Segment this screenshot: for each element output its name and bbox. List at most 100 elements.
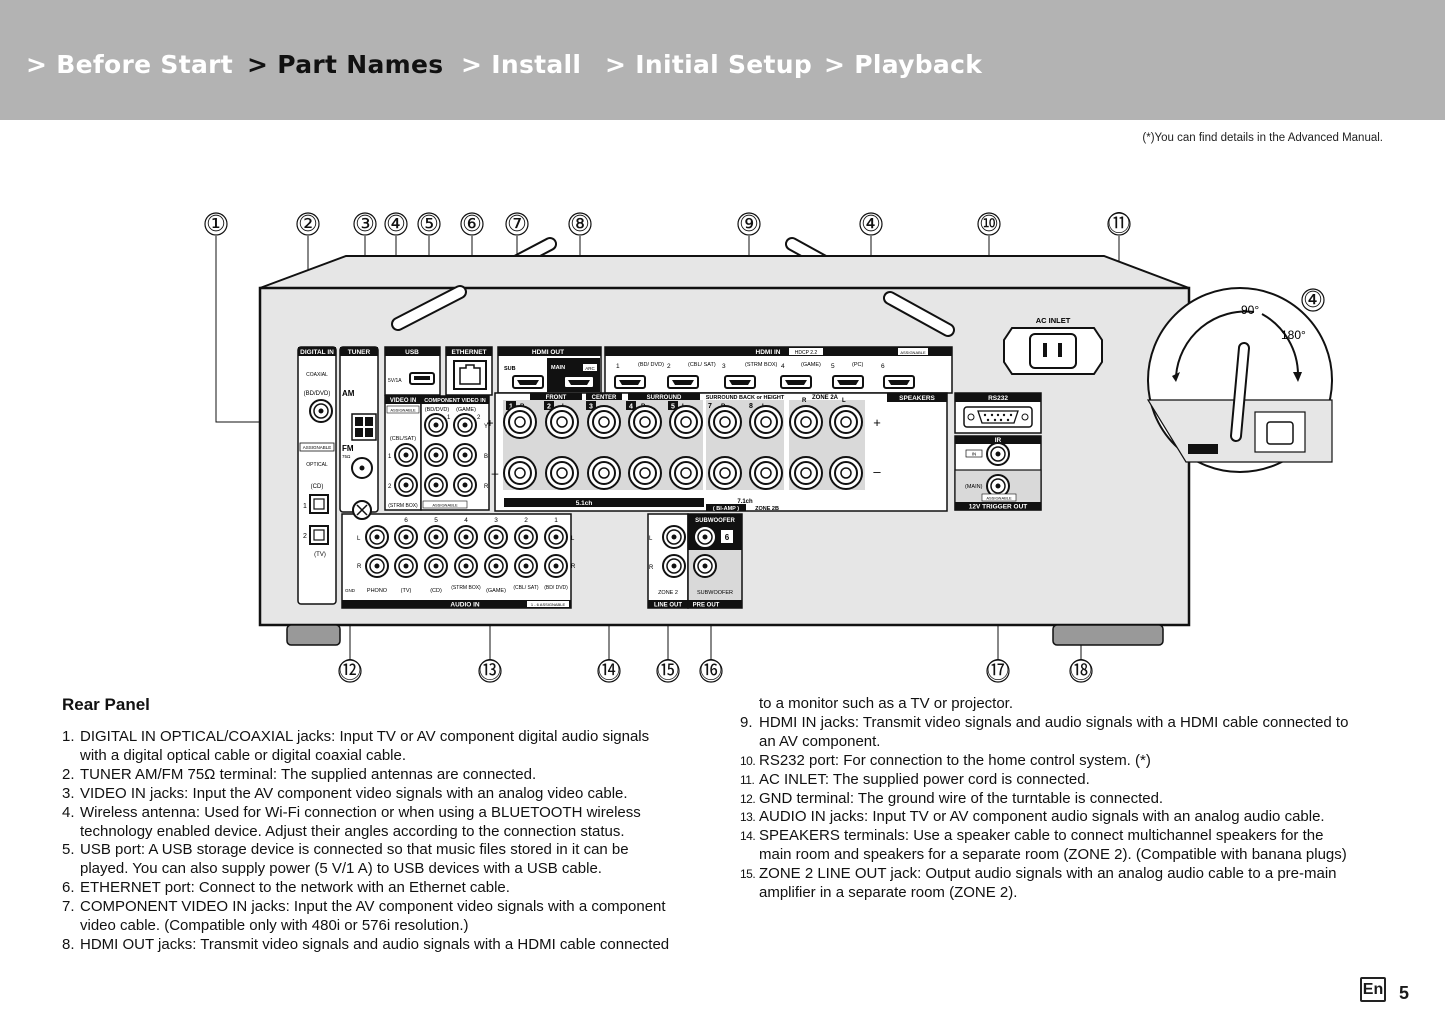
coaxial-label: COAXIAL [306, 372, 328, 378]
callout-circle [568, 212, 592, 236]
list-item-number [740, 846, 759, 865]
video-in-2-jack[interactable] [394, 473, 418, 497]
subwoofer-1-jack[interactable] [693, 525, 717, 549]
video-in-1-jack[interactable] [394, 443, 418, 467]
list-item-number: 15. [740, 867, 756, 882]
list-item-number: 4. [62, 803, 75, 821]
list-item: 14.SPEAKERS terminals: Use a speaker cab… [740, 827, 1400, 846]
pre-out-label: PRE OUT [693, 603, 720, 609]
gnd-label: GND [345, 588, 356, 593]
rear-panel-list-left: 1. DIGITAL IN OPTICAL/COAXIAL jacks: Inpu… [62, 728, 722, 955]
callout-number: ⑫ [339, 659, 361, 684]
callout-circle [338, 659, 362, 683]
callout-number: ⑥ [462, 212, 482, 237]
list-item-text: VIDEO IN jacks: Input the AV component v… [80, 784, 628, 802]
svg-text:ZONE 2B: ZONE 2B [755, 506, 779, 512]
list-item-text: technology enabled device. Adjust their … [80, 822, 625, 840]
speakers-label: SPEAKERS [899, 395, 935, 402]
callout-circle [597, 659, 621, 683]
list-item: 8.HDMI OUT jacks: Transmit video signals… [62, 936, 722, 955]
list-item: 7.COMPONENT VIDEO IN jacks: Input the AV… [62, 898, 722, 917]
list-item-number [62, 747, 80, 766]
zone2-out-r-jack[interactable] [662, 554, 686, 578]
hdmi-in-1-jack[interactable] [614, 375, 646, 389]
list-item-number: 1. [62, 728, 75, 745]
speaker-terminals-minus[interactable] [503, 456, 863, 490]
list-item-number: 10. [740, 753, 756, 768]
fm-label: FM [342, 444, 354, 453]
ethernet-label: ETHERNET [451, 349, 486, 356]
tuner-section: TUNER AM FM 75Ω [339, 346, 379, 513]
list-item-number: 2. [62, 765, 75, 783]
ir-trigger-section: IR IN (MAIN) ASSIGNABLE 12V TRIGGER OUT [954, 435, 1042, 511]
list-item-number: 8. [62, 935, 75, 953]
callout-circle [204, 212, 228, 236]
svg-text:3: 3 [722, 363, 726, 370]
hdmi-in-6-jack[interactable] [883, 375, 915, 389]
svg-text:SUBWOOFER: SUBWOOFER [695, 518, 735, 524]
nav-before-start[interactable]: > Before Start [26, 50, 234, 79]
svg-text:7.1ch: 7.1ch [737, 499, 753, 505]
list-item-text: video cable. (Compatible only with 480i … [80, 917, 469, 935]
hdmi-out-sub-jack[interactable] [512, 375, 544, 389]
nav-part-names[interactable]: > Part Names [247, 50, 444, 79]
rear-panel-list-right: to a monitor such as a TV or projector.9… [740, 695, 1400, 903]
ac-inlet-label: AC INLET [1036, 316, 1071, 325]
nav-playback[interactable]: > Playback [824, 50, 983, 79]
list-item: 2.TUNER AM/FM 75Ω terminal: The supplied… [62, 766, 722, 785]
hdmi-out-section: HDMI OUT SUB MAIN ARC [497, 346, 602, 394]
svg-text:2: 2 [388, 484, 392, 490]
rs232-label: RS232 [988, 395, 1008, 402]
list-item-number [62, 860, 80, 879]
ir-in-jack[interactable] [986, 442, 1010, 466]
hdmi-in-4-jack[interactable] [780, 375, 812, 389]
svg-text:6: 6 [725, 533, 730, 542]
rear-panel-diagram: DIGITAL IN COAXIAL (BD/DVD) ASSIGNABLE O… [204, 212, 1333, 684]
ac-inlet[interactable]: AC INLET [1003, 316, 1103, 375]
component-video-in-label: COMPONENT VIDEO IN [424, 398, 485, 404]
hdmi-out-main-jack[interactable] [563, 375, 595, 389]
list-item-number [62, 823, 80, 842]
speaker-terminals-plus[interactable] [503, 405, 863, 439]
list-item-text: DIGITAL IN OPTICAL/COAXIAL jacks: Input … [80, 728, 650, 745]
hdmi-in-2-jack[interactable] [667, 375, 699, 389]
hdmi-sub-label: SUB [504, 366, 516, 372]
nav-install[interactable]: > Install [461, 50, 582, 79]
svg-text:–: – [492, 466, 499, 480]
svg-text:(GAME): (GAME) [801, 362, 821, 368]
subwoofer-2-jack[interactable] [693, 554, 717, 578]
hdmi-out-label: HDMI OUT [532, 349, 564, 356]
svg-text:SURROUND BACK or HEIGHT: SURROUND BACK or HEIGHT [706, 395, 785, 401]
svg-text:(BD/ DVD): (BD/ DVD) [638, 362, 664, 368]
am-label: AM [342, 389, 355, 398]
callout-number: ① [206, 212, 226, 237]
nav-initial-setup[interactable]: > Initial Setup [605, 50, 813, 79]
svg-text:Y: Y [484, 424, 488, 430]
svg-text:ASSIGNABLE: ASSIGNABLE [432, 503, 458, 508]
ethernet-section: ETHERNET [445, 346, 493, 396]
svg-text:L: L [357, 536, 361, 542]
callout-number: ④ [386, 212, 406, 237]
svg-text:6: 6 [404, 517, 408, 524]
hdmi-in-3-jack[interactable] [724, 375, 756, 389]
svg-text:SUBWOOFER: SUBWOOFER [697, 590, 733, 596]
hdmi-main-label: MAIN [551, 365, 565, 371]
list-item: an AV component. [740, 733, 1400, 752]
list-item: technology enabled device. Adjust their … [62, 823, 722, 842]
opt-tv-label: (TV) [314, 552, 326, 558]
svg-text:7: 7 [708, 403, 712, 410]
svg-text:ZONE 2A: ZONE 2A [812, 395, 839, 401]
usb-section: USB 5V/1A [384, 346, 441, 396]
hdmi-in-5-jack[interactable] [832, 375, 864, 389]
hdcp-label: HDCP 2.2 [795, 350, 818, 356]
zone2-out-l-jack[interactable] [662, 525, 686, 549]
zone2-line-out-section: L R ZONE 2 LINE OUT [647, 513, 689, 609]
hdmi-in-label: HDMI IN [756, 349, 781, 356]
coaxial-jack[interactable] [309, 399, 333, 423]
trigger-main-label: (MAIN) [965, 484, 983, 490]
svg-text:1: 1 [388, 454, 392, 460]
svg-text:2: 2 [524, 517, 528, 524]
list-item-text: an AV component. [759, 732, 881, 750]
svg-text:(CD): (CD) [430, 588, 442, 594]
list-item: 1. DIGITAL IN OPTICAL/COAXIAL jacks: Inpu… [62, 728, 722, 747]
